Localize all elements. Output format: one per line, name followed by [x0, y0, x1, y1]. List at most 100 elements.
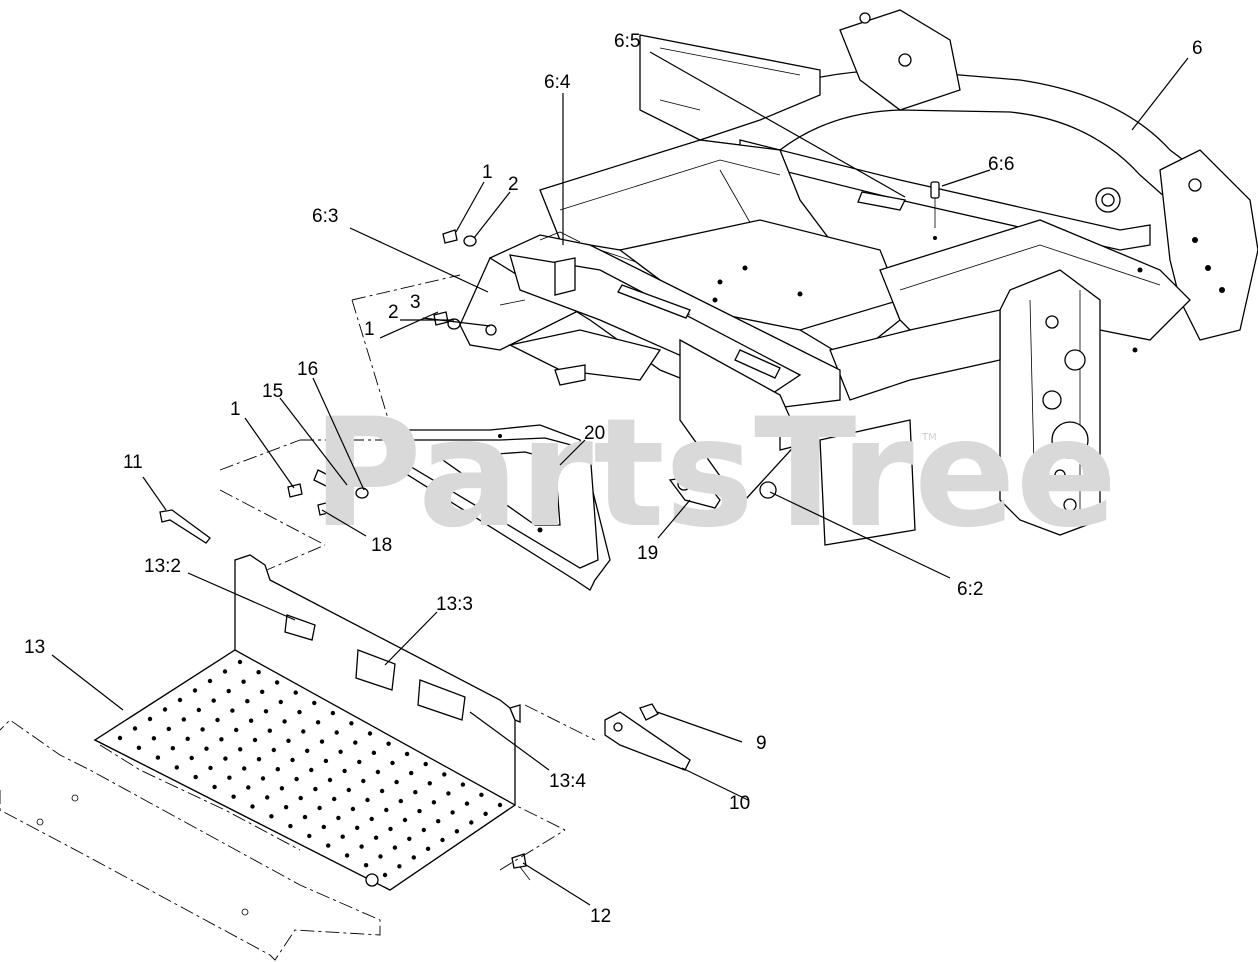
- plate-hole: [211, 698, 216, 703]
- plate-hole: [230, 708, 235, 713]
- foot-plate: [93, 554, 521, 891]
- plate-hole: [196, 707, 201, 713]
- callout-18: 18: [371, 535, 392, 556]
- plate-hole: [312, 700, 317, 706]
- plate-hole: [407, 836, 412, 841]
- plate-hole: [427, 781, 432, 786]
- callout-12: 12: [590, 906, 611, 927]
- plate-hole: [241, 679, 246, 684]
- plate-hole: [411, 855, 416, 860]
- plate-hole: [227, 775, 232, 780]
- plate-hole: [326, 843, 331, 848]
- plate-hole: [136, 745, 142, 750]
- plate-hole: [359, 844, 364, 849]
- callout-9: 9: [756, 733, 767, 754]
- plate-hole: [248, 718, 254, 723]
- plate-hole: [208, 765, 213, 771]
- callout-labels: 6:5 6 6:4 6:6 1 2 6:3 1 2 3 16 15 1 20 1…: [24, 31, 1203, 927]
- plate-hole: [327, 777, 333, 783]
- plate-hole: [293, 690, 298, 695]
- plate-hole: [181, 717, 186, 722]
- plate-hole: [450, 810, 455, 815]
- plate-hole: [279, 786, 285, 791]
- plate-hole: [350, 806, 356, 812]
- plate-hole: [353, 740, 358, 745]
- watermark: PartsTree TM: [312, 387, 1117, 561]
- plate-hole: [147, 716, 153, 722]
- plate-hole: [340, 834, 345, 839]
- plate-hole: [313, 786, 318, 792]
- plate-hole: [207, 678, 213, 684]
- callout-10: 10: [729, 793, 750, 814]
- plate-hole: [305, 748, 310, 753]
- plate-hole: [367, 731, 373, 736]
- plate-hole: [369, 816, 374, 822]
- plate-hole: [200, 727, 205, 732]
- callout-6-6: 6:6: [988, 154, 1014, 175]
- plate-hole: [283, 805, 289, 810]
- plate-hole: [252, 737, 258, 743]
- plate-hole: [321, 824, 326, 830]
- plate-hole: [446, 791, 451, 796]
- plate-hole: [421, 827, 426, 833]
- plate-hole: [349, 721, 354, 726]
- cover-plate: [384, 424, 611, 591]
- plate-hole: [483, 811, 488, 816]
- plate-hole: [177, 697, 183, 703]
- plate-holes: [117, 659, 503, 878]
- plate-hole: [298, 795, 303, 801]
- plate-hole: [238, 747, 243, 752]
- plate-hole: [336, 815, 341, 821]
- plate-hole: [185, 736, 190, 741]
- plate-hole: [398, 798, 403, 804]
- plate-hole: [222, 669, 228, 674]
- plate-hole: [392, 845, 398, 850]
- plate-hole: [288, 823, 293, 829]
- plate-hole: [319, 739, 325, 744]
- callout-13: 13: [24, 637, 45, 658]
- plate-hole: [431, 800, 437, 805]
- callout-1: 1: [364, 319, 375, 340]
- plate-hole: [309, 767, 314, 773]
- deck-outline: [0, 719, 381, 961]
- plate-hole: [363, 863, 369, 868]
- plate-hole: [256, 757, 262, 762]
- plate-hole: [357, 759, 362, 765]
- plate-hole: [117, 735, 123, 741]
- plate-hole: [132, 726, 138, 731]
- plate-hole: [237, 659, 243, 665]
- plate-hole: [278, 699, 283, 705]
- plate-hole: [382, 872, 388, 878]
- plate-hole: [344, 853, 350, 858]
- plate-hole: [250, 804, 255, 809]
- plate-hole: [425, 846, 431, 851]
- callout-2: 2: [388, 302, 399, 323]
- callout-1: 1: [230, 399, 241, 420]
- plate-hole: [170, 746, 175, 751]
- callout-13-2: 13:2: [144, 556, 181, 577]
- plate-hole: [323, 758, 329, 764]
- plate-hole: [365, 797, 370, 803]
- plate-hole: [375, 769, 381, 775]
- plate-hole: [384, 807, 389, 813]
- plate-hole: [193, 774, 198, 780]
- plate-hole: [271, 747, 276, 753]
- plate-hole: [397, 864, 402, 869]
- plate-hole: [174, 765, 179, 770]
- plate-hole: [204, 746, 209, 751]
- plate-hole: [479, 792, 484, 797]
- plate-hole: [334, 730, 339, 735]
- plate-hole: [219, 737, 224, 742]
- plate-hole: [192, 688, 198, 693]
- plate-hole: [388, 826, 393, 832]
- plate-hole: [223, 756, 228, 761]
- plate-hole: [215, 717, 220, 723]
- watermark-trademark: TM: [921, 432, 937, 443]
- plate-hole: [245, 699, 250, 704]
- plate-hole: [265, 795, 270, 800]
- plate-hole: [342, 768, 347, 774]
- callout-20: 20: [584, 423, 605, 444]
- plate-hole: [282, 719, 287, 724]
- plate-hole: [286, 738, 291, 743]
